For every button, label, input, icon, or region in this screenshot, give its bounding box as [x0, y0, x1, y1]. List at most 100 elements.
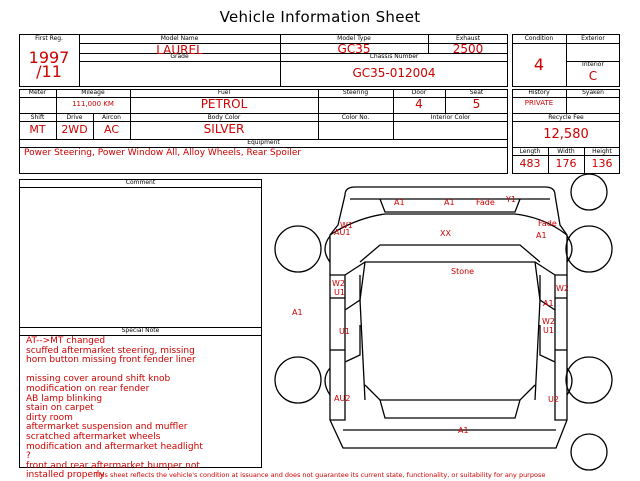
equipment-value: Power Steering, Power Window All, Alloy …: [24, 148, 302, 158]
history-label: History: [528, 89, 550, 96]
history-value: PRIVATE: [524, 99, 554, 107]
door-value: 4: [415, 97, 423, 111]
fuel-label: Fuel: [217, 89, 231, 96]
wheel-spare-top-icon: [570, 173, 608, 211]
shift-value: MT: [29, 123, 46, 136]
recycle-fee-label: Recycle Fee: [548, 114, 584, 121]
damage-w2-left: W2: [332, 279, 345, 288]
special-note-line: AB lamp blinking: [26, 393, 103, 404]
fuel-value: PETROL: [200, 97, 248, 111]
length-label: Length: [519, 148, 541, 155]
special-note-line: scuffed aftermarket steering, missing: [26, 345, 195, 356]
aircon-value: AC: [103, 123, 119, 136]
first-reg-month: /11: [36, 62, 62, 81]
condition-label: Condition: [524, 35, 554, 42]
grade-label: Grade: [170, 53, 189, 60]
body-color-label: Body Color: [207, 114, 241, 121]
registration-block: [19, 34, 508, 87]
damage-a1-top-mid: A1: [444, 198, 455, 207]
damage-u1-right-lower: U1: [543, 326, 554, 335]
special-note-line: aftermarket suspension and muffler: [26, 422, 188, 433]
drive-value: 2WD: [61, 123, 88, 136]
chassis-number-label: Chassis Number: [369, 53, 419, 60]
mileage-value: 111,000 KM: [72, 100, 114, 108]
damage-fade-top: Fade: [476, 198, 495, 207]
damage-w1-front-left: W1: [340, 221, 353, 230]
mileage-label: Mileage: [81, 89, 105, 96]
first-reg-label: First Reg.: [35, 35, 63, 42]
first-reg-year: 1997: [28, 48, 70, 67]
damage-u1-left: U1: [334, 288, 345, 297]
damage-a1-left: A1: [292, 308, 303, 317]
door-label: Door: [411, 89, 427, 96]
color-no-label: Color No.: [341, 114, 370, 121]
damage-u1-left-lower: U1: [339, 327, 350, 336]
wheel-spare-bottom-icon: [570, 433, 608, 471]
wheel-rear-right-icon: [565, 356, 613, 404]
comment-label: Comment: [125, 179, 156, 186]
page-title: Vehicle Information Sheet: [219, 8, 421, 26]
interior-value: C: [588, 69, 598, 83]
damage-au2-left: AU2: [334, 394, 351, 403]
damage-y1-top: Y1: [506, 195, 516, 204]
exhaust-label: Exhaust: [455, 35, 481, 42]
damage-fade-right: Fade: [538, 219, 557, 228]
comment-box: [19, 179, 262, 468]
recycle-fee-value: 12,580: [543, 127, 589, 142]
meter-label: Meter: [28, 89, 47, 96]
syaken-label: Syaken: [582, 89, 604, 96]
condition-value: 4: [533, 55, 545, 74]
special-note-line: stain on carpet: [26, 403, 94, 414]
disclaimer-footer: This sheet reflects the vehicle's condit…: [94, 471, 546, 479]
aircon-label: Aircon: [102, 114, 121, 121]
special-note-line: AT-->MT changed: [26, 336, 106, 346]
model-type-label: Model Type: [337, 35, 371, 42]
model-type-value: GC35: [337, 42, 371, 56]
model-name-label: Model Name: [160, 35, 199, 42]
steering-label: Steering: [342, 89, 369, 96]
exhaust-value: 2500: [452, 42, 484, 56]
exterior-label: Exterior: [581, 35, 605, 42]
specs-block: [19, 89, 508, 174]
special-note-line: ?: [26, 451, 31, 462]
damage-stone: Stone: [451, 267, 475, 276]
car-body-outline: [329, 186, 568, 449]
seat-label: Seat: [469, 89, 484, 96]
body-color-value: SILVER: [203, 122, 245, 136]
damage-u2-right: U2: [548, 395, 559, 404]
wheel-front-right-icon: [565, 225, 613, 273]
interior-color-label: Interior Color: [430, 114, 471, 121]
length-value: 483: [519, 157, 541, 170]
damage-a1-right: A1: [543, 299, 554, 308]
drive-label: Drive: [66, 114, 83, 121]
damage-w2-right: W2: [556, 284, 569, 293]
shift-label: Shift: [30, 114, 45, 121]
special-note-label: Special Note: [121, 327, 160, 334]
seat-value: 5: [472, 97, 481, 111]
width-value: 176: [555, 157, 577, 170]
model-name-value: LAUREL: [156, 43, 203, 57]
damage-au1-front-left: AU1: [334, 228, 351, 237]
special-note-line: modification on rear fender: [26, 383, 150, 394]
wheel-front-left-icon: [274, 225, 322, 273]
special-note-line: installed properly: [26, 470, 105, 481]
damage-a1-bottom: A1: [458, 426, 469, 435]
interior-label: Interior: [582, 61, 604, 68]
special-note-line: front and rear aftermarket bumper not: [26, 460, 200, 471]
special-note-line: dirty room: [26, 412, 73, 423]
special-note-line: horn button missing front fender liner: [26, 355, 196, 366]
chassis-number-value: GC35-012004: [352, 66, 436, 80]
damage-w2-right-lower: W2: [542, 317, 555, 326]
special-note-line: missing cover around shift knob: [26, 374, 171, 385]
damage-xx-hood: XX: [440, 229, 451, 238]
equipment-label: Equipment: [247, 139, 280, 146]
damage-a1-right-front: A1: [536, 231, 547, 240]
height-value: 136: [591, 157, 613, 170]
damage-a1-top-left: A1: [394, 198, 405, 207]
special-note-line: scratched aftermarket wheels: [26, 431, 161, 442]
height-label: Height: [592, 148, 612, 155]
width-label: Width: [557, 148, 575, 155]
special-note-line: modification and aftermarket headlight: [26, 441, 203, 452]
